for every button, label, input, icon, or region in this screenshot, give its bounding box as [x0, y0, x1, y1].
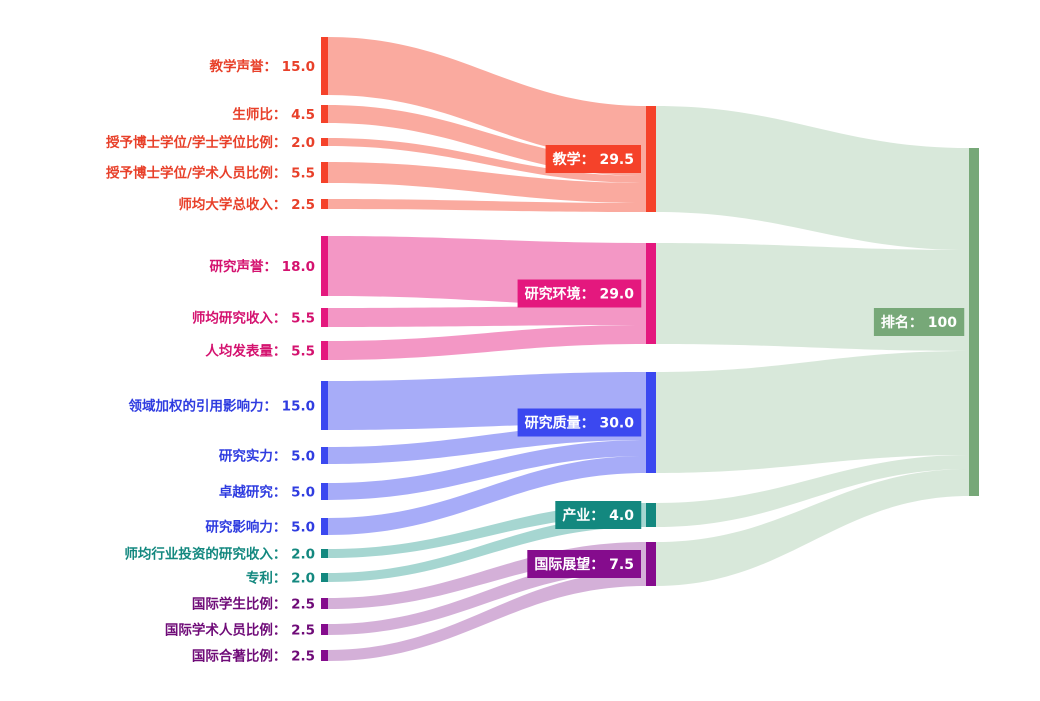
- sankey-node-doctorate_staff_ratio[interactable]: [321, 162, 328, 183]
- node-label-research_excellence: 卓越研究： 5.0: [219, 484, 315, 501]
- node-label-student_staff_ratio: 生师比： 4.5: [232, 106, 315, 123]
- sankey-node-teaching[interactable]: [646, 106, 656, 212]
- node-label-research_quality: 研究质量： 30.0: [525, 415, 635, 432]
- node-label-teaching: 教学： 29.5: [553, 151, 634, 168]
- sankey-node-research_influence[interactable]: [321, 518, 328, 535]
- sankey-node-intl_coauthorship[interactable]: [321, 650, 328, 661]
- sankey-node-ranking[interactable]: [969, 148, 979, 496]
- node-label-citation_impact: 领域加权的引用影响力： 15.0: [128, 398, 315, 415]
- node-label-box-industry: [555, 501, 642, 529]
- sankey-node-research_quality[interactable]: [646, 372, 656, 473]
- sankey-node-intl_students[interactable]: [321, 598, 328, 609]
- sankey-node-institutional_income[interactable]: [321, 199, 328, 209]
- sankey-link-research_excellence-to-research_quality[interactable]: [328, 440, 646, 500]
- node-label-ranking: 排名： 100: [881, 314, 957, 331]
- sankey-node-research_reputation[interactable]: [321, 236, 328, 296]
- sankey-node-research_env[interactable]: [646, 243, 656, 344]
- sankey-node-citation_impact[interactable]: [321, 381, 328, 430]
- node-label-intl_staff: 国际学术人员比例： 2.5: [165, 622, 315, 639]
- node-label-industry: 产业： 4.0: [562, 507, 634, 524]
- node-label-industry_income: 师均行业投资的研究收入： 2.0: [124, 546, 315, 563]
- node-label-box-ranking: [873, 308, 965, 336]
- sankey-link-teaching_reputation-to-teaching[interactable]: [328, 37, 646, 160]
- sankey-link-patents-to-industry[interactable]: [328, 515, 646, 582]
- sankey-node-research_strength[interactable]: [321, 447, 328, 464]
- sankey-node-research_income[interactable]: [321, 308, 328, 327]
- node-label-teaching_reputation: 教学声誉： 15.0: [209, 58, 315, 75]
- node-label-box-intl_outlook: [527, 550, 641, 578]
- node-label-research_env: 研究环境： 29.0: [525, 286, 635, 303]
- node-label-institutional_income: 师均大学总收入： 2.5: [178, 196, 315, 213]
- sankey-node-industry_income[interactable]: [321, 549, 328, 558]
- node-label-bg-research_quality: [517, 408, 642, 437]
- sankey-link-publications_per_staff-to-research_env[interactable]: [328, 325, 646, 360]
- sankey-nodes-layer: [321, 37, 979, 661]
- node-label-bg-industry: [555, 501, 642, 529]
- node-label-intl_outlook: 国际展望： 7.5: [534, 556, 634, 573]
- node-label-intl_students: 国际学生比例： 2.5: [192, 596, 315, 613]
- node-label-box-research_env: [517, 279, 642, 308]
- node-label-research_income: 师均研究收入： 5.5: [192, 310, 315, 327]
- node-label-research_influence: 研究影响力： 5.0: [205, 519, 315, 536]
- sankey-node-publications_per_staff[interactable]: [321, 341, 328, 360]
- sankey-link-institutional_income-to-teaching[interactable]: [328, 199, 646, 212]
- sankey-link-research_income-to-research_env[interactable]: [328, 306, 646, 327]
- node-label-research_reputation: 研究声誉： 18.0: [209, 258, 315, 275]
- sankey-link-intl_coauthorship-to-intl_outlook[interactable]: [328, 571, 646, 661]
- sankey-node-doctorate_bachelor_ratio[interactable]: [321, 138, 328, 146]
- sankey-node-industry[interactable]: [646, 503, 656, 527]
- sankey-labels-layer: 教学声誉： 15.0 生师比： 4.5 授予博士学位/学士学位比例： 2.0 授予博士…: [106, 58, 965, 665]
- node-label-intl_coauthorship: 国际合著比例： 2.5: [192, 648, 315, 665]
- node-label-doctorate_bachelor_ratio: 授予博士学位/学士学位比例： 2.0: [106, 134, 315, 151]
- sankey-link-research_influence-to-research_quality[interactable]: [328, 456, 646, 535]
- node-label-publications_per_staff: 人均发表量： 5.5: [205, 343, 315, 360]
- node-label-bg-research_env: [517, 279, 642, 308]
- node-label-doctorate_staff_ratio: 授予博士学位/学术人员比例： 5.5: [106, 165, 315, 182]
- sankey-node-student_staff_ratio[interactable]: [321, 105, 328, 123]
- sankey-node-teaching_reputation[interactable]: [321, 37, 328, 95]
- node-label-box-teaching: [545, 145, 641, 173]
- node-label-box-research_quality: [517, 408, 642, 437]
- sankey-node-patents[interactable]: [321, 573, 328, 582]
- sankey-node-intl_outlook[interactable]: [646, 542, 656, 586]
- node-label-bg-teaching: [545, 145, 641, 173]
- sankey-link-teaching-to-ranking[interactable]: [656, 106, 969, 250]
- sankey-link-research_quality-to-ranking[interactable]: [656, 351, 969, 473]
- node-label-bg-ranking: [873, 308, 965, 336]
- node-label-research_strength: 研究实力： 5.0: [219, 448, 315, 465]
- node-label-patents: 专利： 2.0: [246, 570, 315, 587]
- sankey-link-intl_outlook-to-ranking[interactable]: [656, 469, 969, 586]
- sankey-node-intl_staff[interactable]: [321, 624, 328, 635]
- node-label-bg-intl_outlook: [527, 550, 641, 578]
- sankey-link-doctorate_staff_ratio-to-teaching[interactable]: [328, 162, 646, 203]
- sankey-node-research_excellence[interactable]: [321, 483, 328, 500]
- sankey-link-industry-to-ranking[interactable]: [656, 455, 969, 527]
